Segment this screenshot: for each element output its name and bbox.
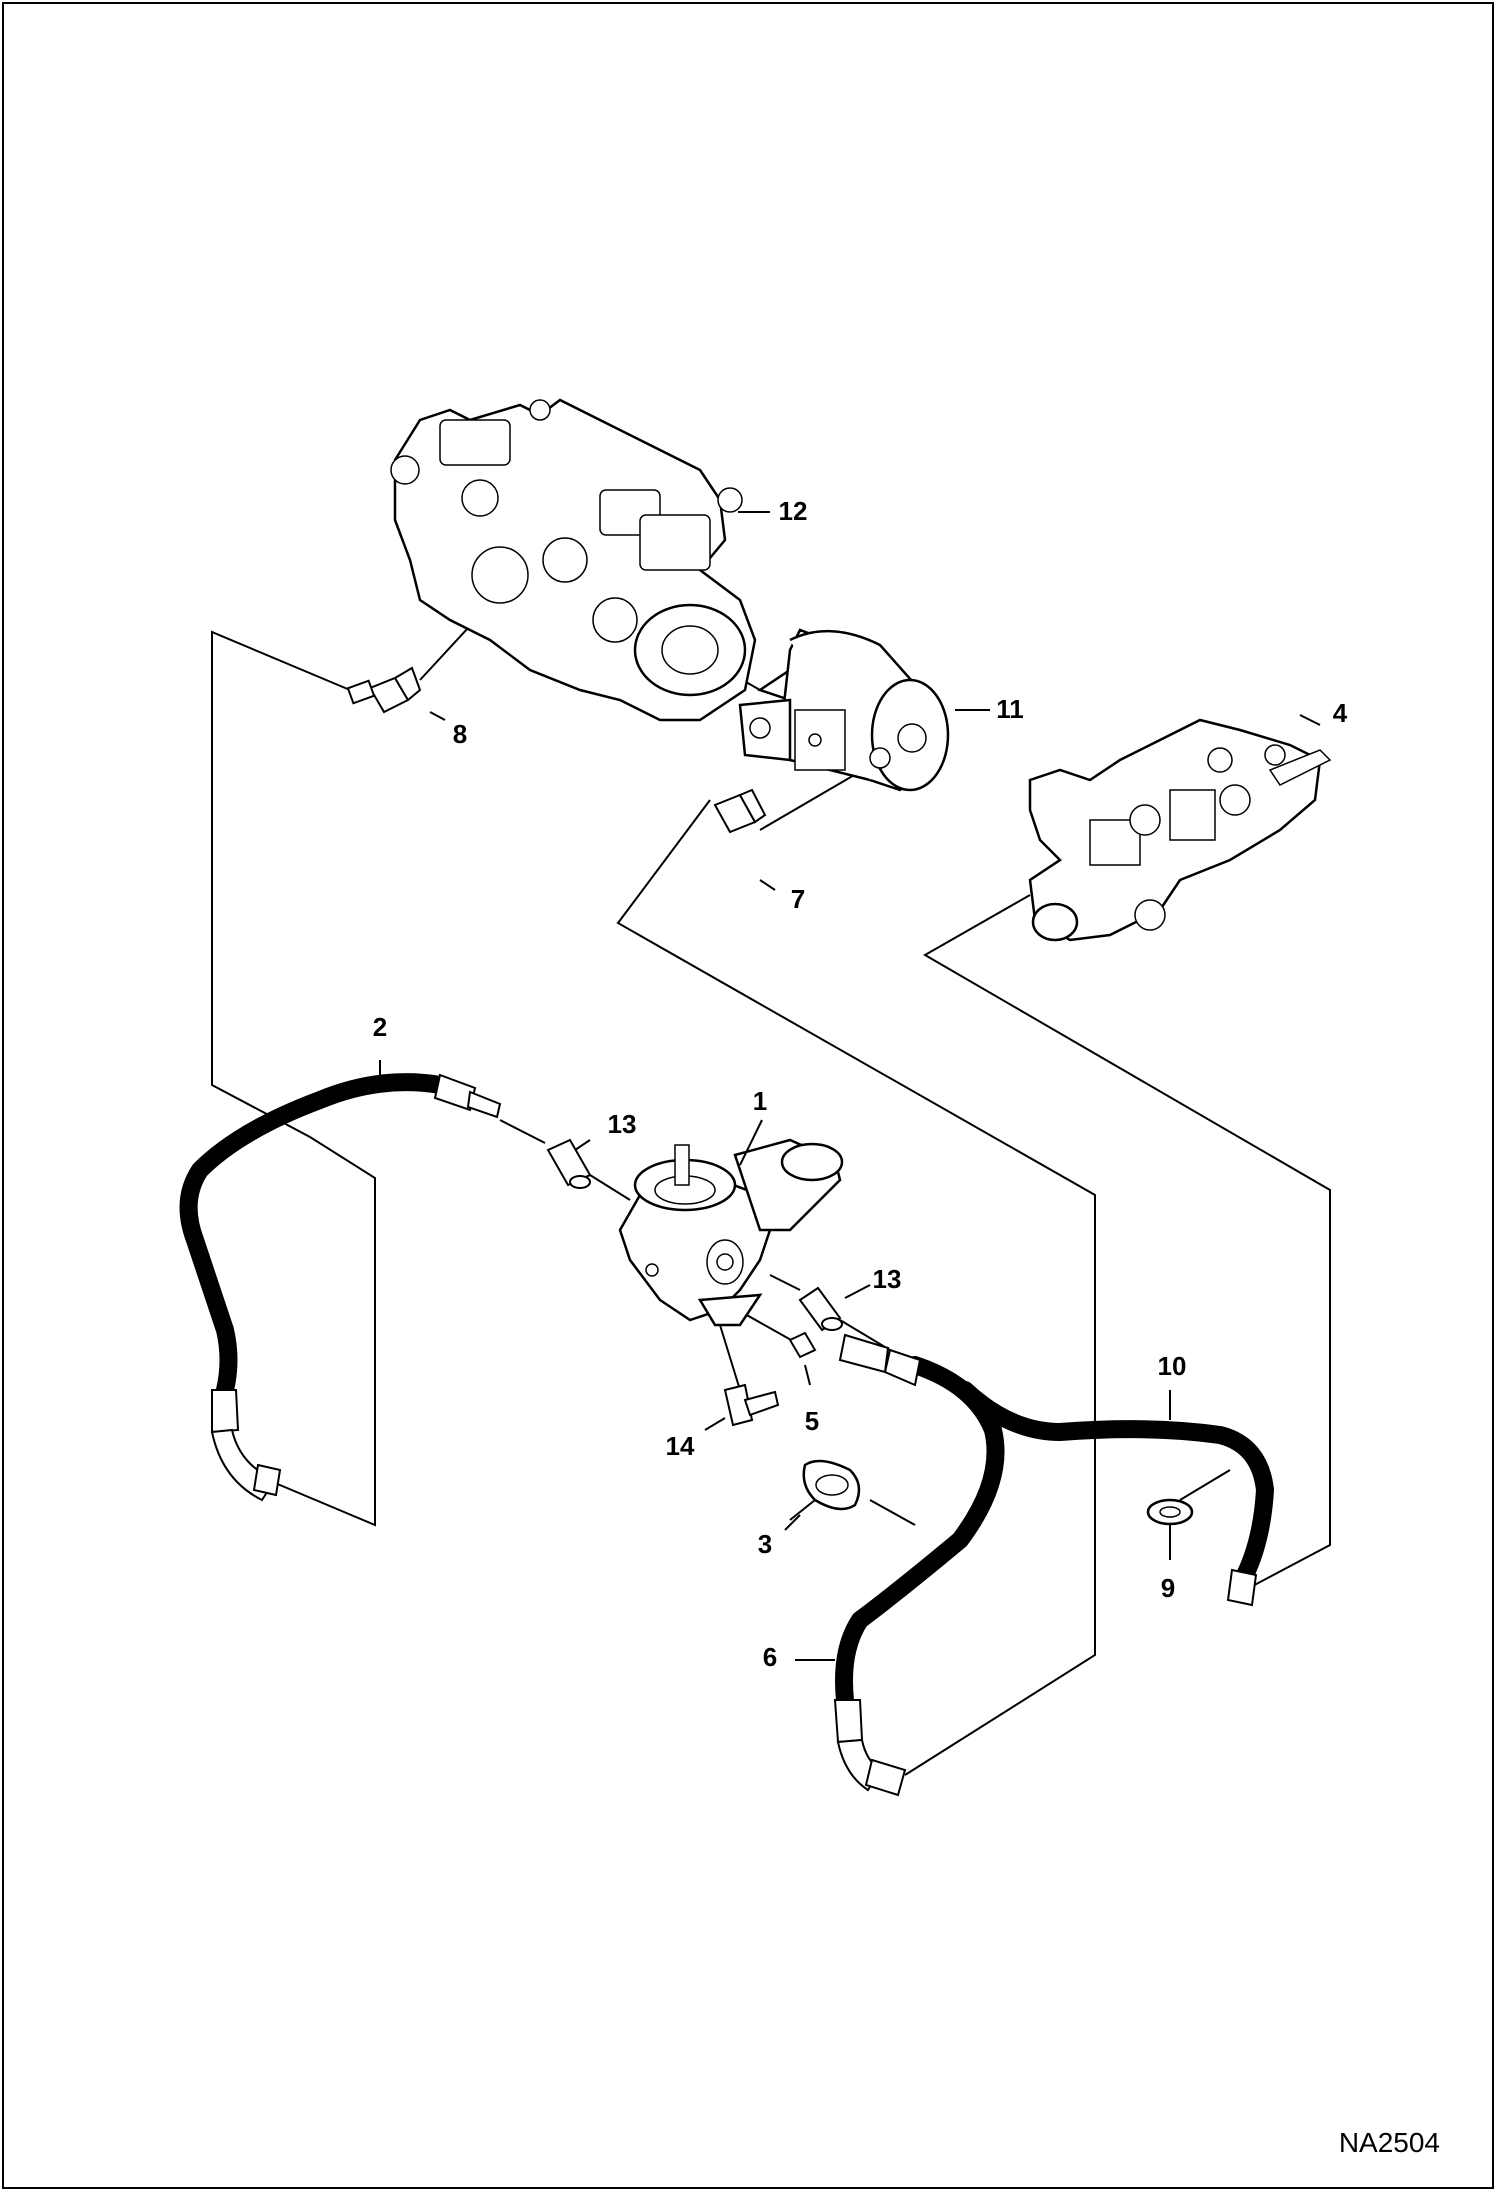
callout-7: 7 — [791, 884, 805, 914]
pump-part-1 — [618, 1138, 844, 1327]
gear-motor-part-11 — [738, 628, 950, 792]
fitting-part-13-upper — [546, 1138, 592, 1189]
hydrostatic-pump-part-12 — [390, 398, 757, 722]
elbow-fitting-part-14 — [723, 1383, 780, 1427]
fitting-part-5 — [788, 1331, 817, 1359]
cover-plate-part-3 — [802, 1459, 861, 1511]
hose-part-2 — [179, 1073, 502, 1502]
callout-10: 10 — [1158, 1351, 1187, 1381]
elbow-fitting-part-8 — [346, 666, 422, 714]
callout-11: 11 — [996, 694, 1024, 724]
hose-part-10 — [956, 1381, 1274, 1607]
adapter-fitting-part-7 — [713, 788, 767, 834]
callout-13-upper: 13 — [608, 1109, 637, 1139]
callout-9: 9 — [1161, 1573, 1175, 1603]
callout-13-lower: 13 — [873, 1264, 902, 1294]
control-valve-part-4 — [1028, 718, 1332, 942]
callout-1: 1 — [753, 1086, 767, 1116]
callout-5: 5 — [805, 1406, 819, 1436]
callout-labels: 1 2 3 4 5 6 7 8 9 10 11 12 13 13 14 — [373, 496, 1348, 1672]
callout-12: 12 — [779, 496, 808, 526]
callout-14: 14 — [666, 1431, 695, 1461]
callout-8: 8 — [453, 719, 467, 749]
gasket-part-9 — [1146, 1498, 1194, 1560]
fitting-part-13-lower — [798, 1286, 843, 1332]
callout-4: 4 — [1333, 698, 1348, 728]
drawing-id: NA2504 — [1339, 2127, 1440, 2158]
callout-leaders — [379, 511, 1321, 1661]
callout-2: 2 — [373, 1012, 387, 1042]
callout-3: 3 — [758, 1529, 772, 1559]
callout-6: 6 — [763, 1642, 777, 1672]
